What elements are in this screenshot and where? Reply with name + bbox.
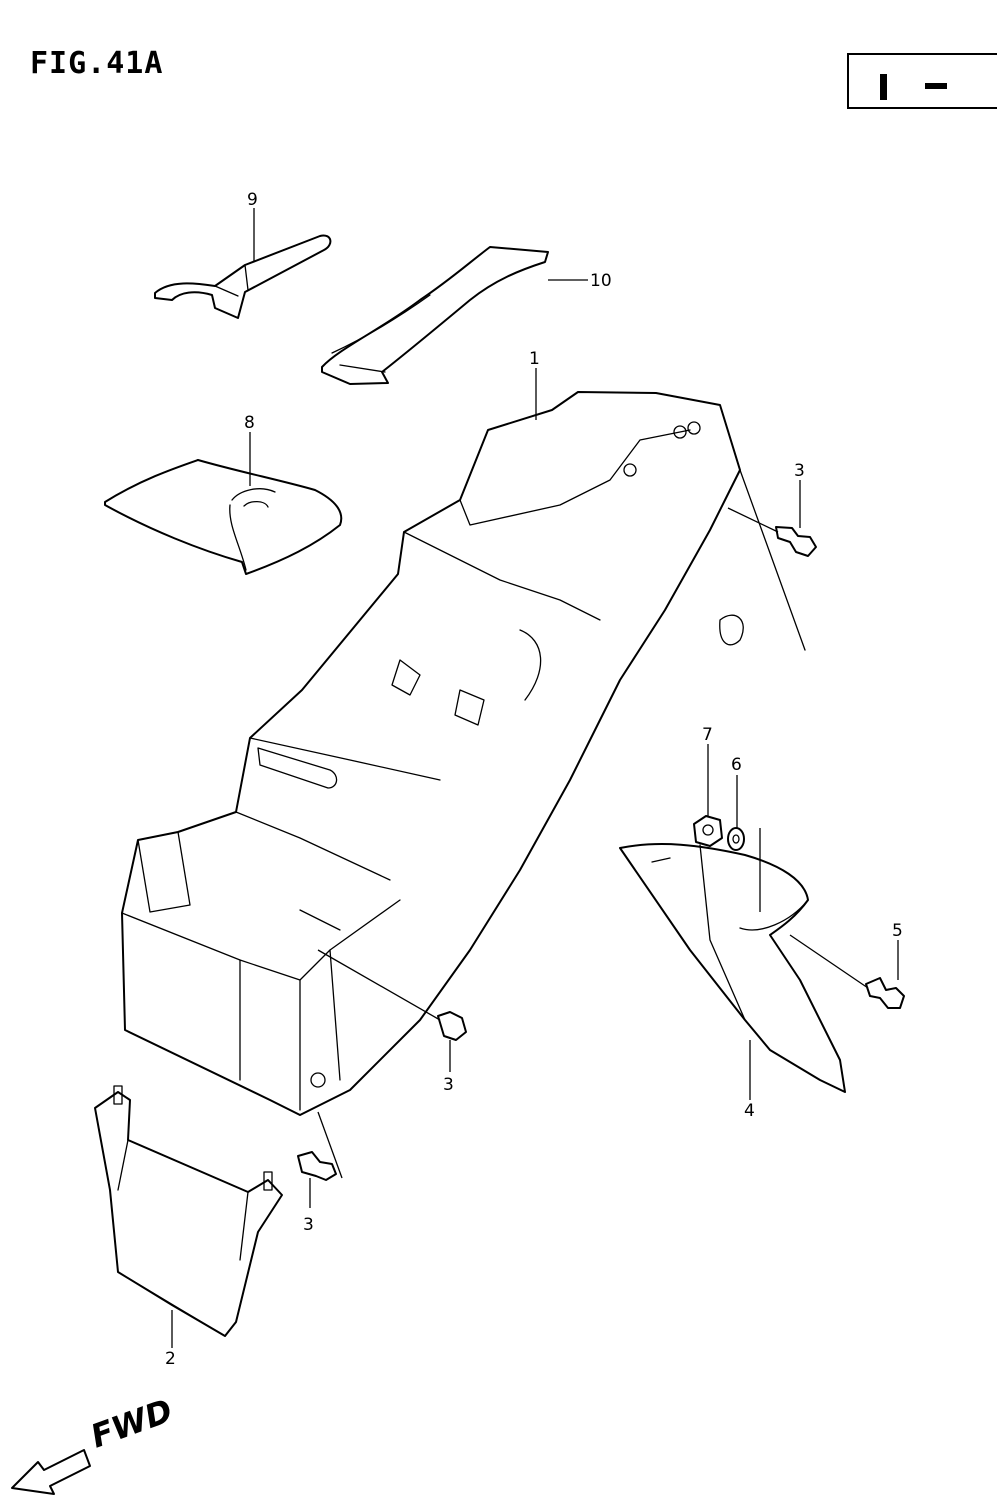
part-3-bolt-lower [297,1151,337,1181]
callout-2: 2 [165,1349,176,1369]
callout-4: 4 [744,1101,755,1121]
callout-3-upper: 3 [794,461,805,481]
part-9-tool [154,234,332,319]
callout-3-lower: 3 [303,1215,314,1235]
callout-5: 5 [892,921,903,941]
forward-direction-label: FWD [86,1391,178,1455]
figure-title: FIG.41A [30,46,164,81]
part-7-nut [693,815,723,847]
page-badge [847,53,997,109]
part-5-screw [865,977,905,1009]
leader-lines [171,208,899,1348]
part-2-mudflap [94,1085,283,1337]
part-3-bolt-middle [437,1011,467,1041]
callout-9: 9 [247,190,258,210]
badge-bar-glyph [880,74,887,100]
forward-arrow-icon [11,1449,91,1495]
callout-1: 1 [529,349,540,369]
part-8-pad [104,459,343,575]
part-3-bolt-upper [775,526,817,557]
part-1-rear-fender [121,391,806,1116]
badge-dash-glyph [925,83,947,89]
part-6-washer [727,827,745,851]
callout-10: 10 [590,271,612,291]
callout-6: 6 [731,755,742,775]
callout-8: 8 [244,413,255,433]
callout-3-middle: 3 [443,1075,454,1095]
part-4-side-cover [619,843,846,1093]
callout-7: 7 [702,725,713,745]
part-10-strap [321,246,549,385]
